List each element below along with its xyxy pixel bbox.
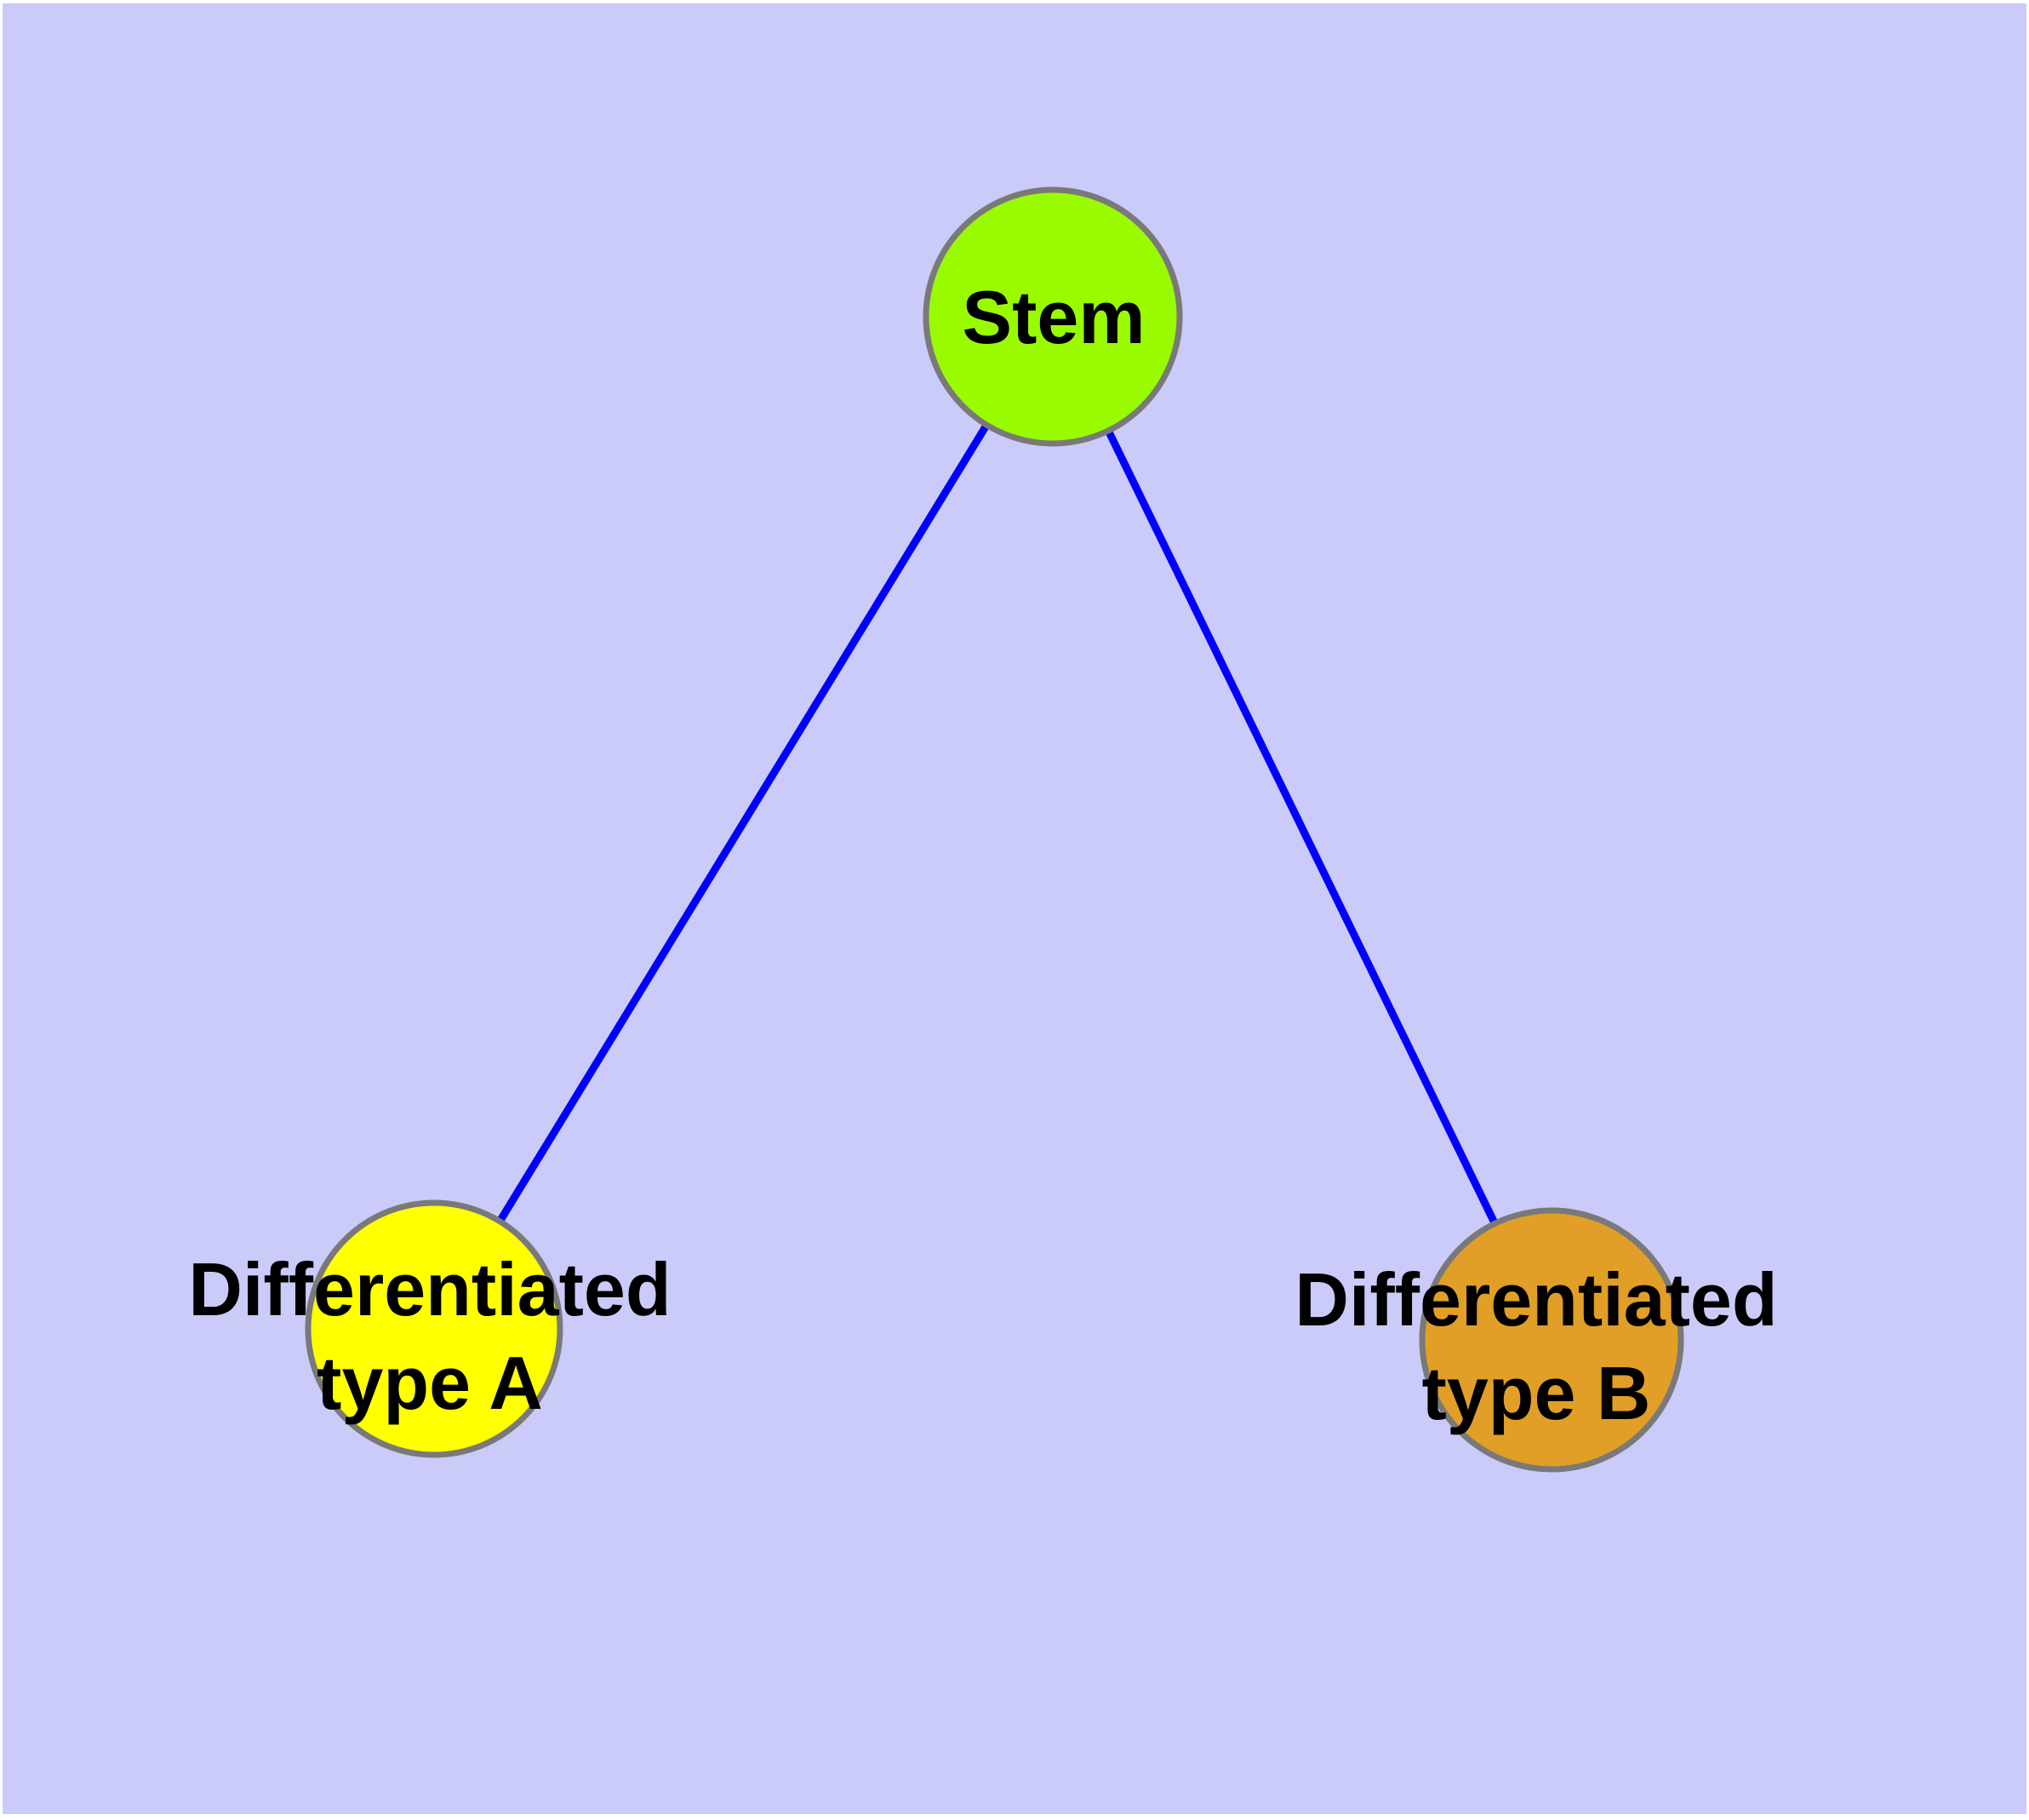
node-type-b-label-line1: Differentiated — [1295, 1257, 1777, 1342]
node-type-a-circle — [305, 1199, 563, 1458]
node-type-a-label-line2: type A — [317, 1341, 543, 1425]
node-stem-label: Stem — [962, 275, 1145, 359]
node-type-a-label-line1: Differentiated — [188, 1247, 671, 1331]
node-type-b-circle — [1419, 1207, 1684, 1473]
edge-stem-to-type-b — [1049, 315, 1556, 1342]
edge-stem-to-type-a — [431, 314, 1056, 1331]
node-type-b-label-line2: type B — [1422, 1351, 1651, 1435]
node-stem-circle — [923, 186, 1183, 447]
